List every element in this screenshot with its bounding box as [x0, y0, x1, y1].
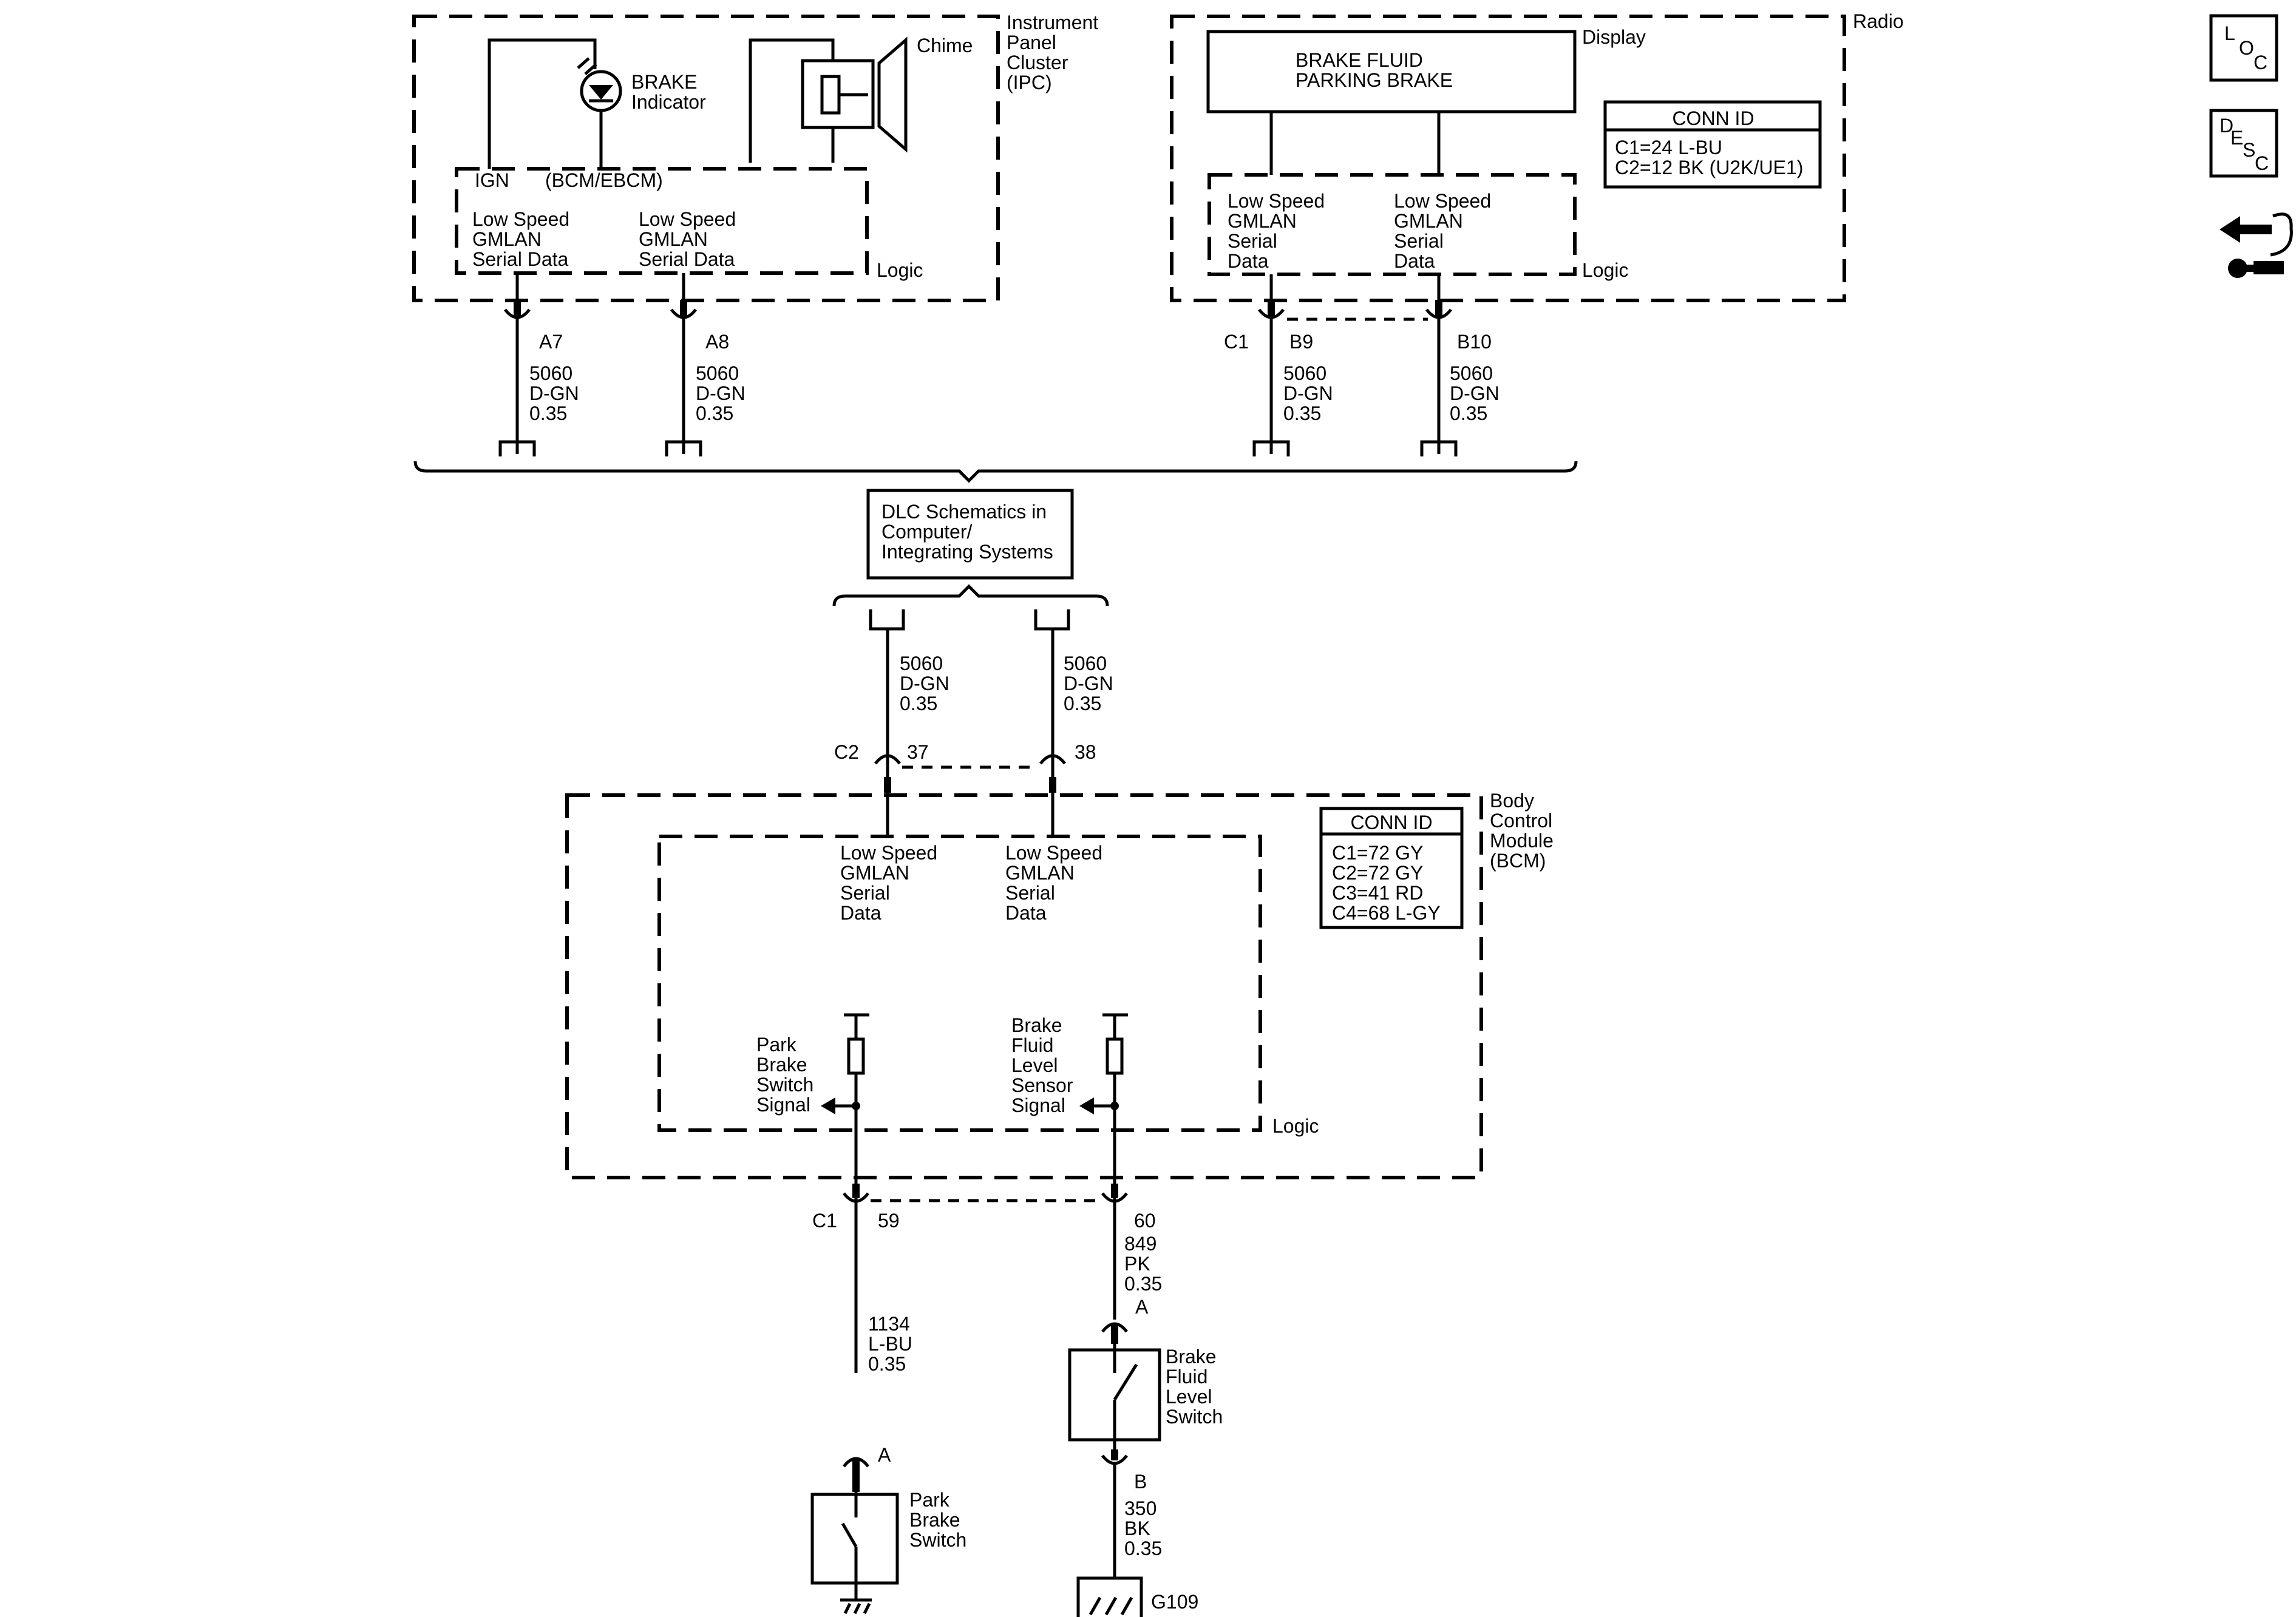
ipc-logic-label: Logic [877, 259, 923, 281]
dlc-bracket-bottom [832, 584, 1109, 606]
brake-indicator-icon [577, 57, 622, 112]
fluid-switch-pin-a: A [1135, 1296, 1149, 1318]
fluid-level-arrow-icon [1079, 1097, 1094, 1114]
fluid-level-signal-label: Brake Fluid Level Sensor Signal [1011, 1014, 1078, 1116]
bcm-conn-id-list: C1=72 GY C2=72 GY C3=41 RD C4=68 L-GY [1332, 842, 1441, 924]
bcm-outline [565, 793, 1483, 1179]
desc-icon-s: S [2243, 139, 2255, 161]
radio-display-label: Display [1582, 26, 1646, 48]
bcm-module: Body Control Module (BCM) CONN ID C1=72 … [565, 790, 1559, 1373]
ipc-data2-label: Low Speed GMLAN Serial Data [639, 208, 741, 270]
wire-label-a7: 5060 D-GN 0.35 [529, 362, 585, 424]
pin-label-59: 59 [878, 1210, 900, 1232]
desc-icon-e: E [2230, 127, 2243, 149]
conn-label-c1-radio: C1 [1224, 331, 1249, 353]
mid-wires: 5060 D-GN 0.35 5060 D-GN 0.35 C2 37 38 [834, 609, 1119, 836]
loc-icon-l: L [2224, 22, 2235, 44]
pin-label-38: 38 [1075, 741, 1096, 763]
ipc-ign-label: IGN [475, 169, 509, 191]
ipc-module: Instrument Panel Cluster (IPC) Chime BRA… [412, 12, 1104, 302]
wire-label-849: 849 PK 0.35 [1124, 1233, 1162, 1295]
park-brake-resistor-icon [847, 1037, 865, 1075]
pin-label-a8: A8 [705, 331, 729, 353]
chime-speaker-icon [801, 36, 908, 153]
radio-logic-label: Logic [1582, 259, 1629, 281]
conn-label-c2-bcm: C2 [834, 741, 859, 763]
pin-label-b9: B9 [1289, 331, 1313, 353]
ground-g109-icon [1076, 1576, 1143, 1617]
radio-outline [1170, 15, 1846, 302]
radio-display-box [1206, 30, 1577, 114]
radio-conn-id-box [1603, 100, 1822, 189]
chime-label: Chime [917, 35, 973, 56]
conn-label-c1-bcm: C1 [812, 1210, 837, 1232]
wire-label-1134: 1134 L-BU 0.35 [868, 1313, 918, 1375]
desc-icon-d: D [2220, 115, 2233, 137]
bcm-conn-id-title: CONN ID [1350, 812, 1432, 833]
wire-label-38: 5060 D-GN 0.35 [1064, 653, 1119, 714]
top-wires: A7 5060 D-GN 0.35 A8 5060 D-GN 0.35 C1 B… [413, 273, 1578, 483]
radio-conn-id-list: C1=24 L-BU C2=12 BK (U2K/UE1) [1615, 137, 1803, 178]
park-switch-contact-icon [840, 1492, 872, 1615]
radio-module: Radio Display BRAKE FLUID PARKING BRAKE … [1170, 10, 1904, 302]
ipc-outline [412, 15, 1000, 302]
loc-icon[interactable]: L O C [2209, 14, 2278, 82]
bcm-conn-id-box [1319, 807, 1464, 929]
wire-label-350: 350 BK 0.35 [1124, 1497, 1162, 1559]
radio-data1-label: Low Speed GMLAN Serial Data [1228, 190, 1330, 272]
wire-label-b9: 5060 D-GN 0.35 [1283, 362, 1339, 424]
radio-logic-box [1207, 173, 1577, 276]
pin-label-60: 60 [1134, 1210, 1156, 1232]
bcm-logic-label: Logic [1272, 1115, 1319, 1137]
wire-label-b10: 5060 D-GN 0.35 [1450, 362, 1505, 424]
dlc-label: DLC Schematics in Computer/ Integrating … [881, 501, 1053, 563]
ground-label: G109 [1151, 1591, 1198, 1613]
ipc-title: Instrument Panel Cluster (IPC) [1007, 12, 1104, 93]
bcm-logic-box [657, 835, 1262, 1132]
ipc-bcm-ebcm-label: (BCM/EBCM) [545, 169, 663, 191]
bcm-title: Body Control Module (BCM) [1490, 790, 1559, 872]
radio-data2-label: Low Speed GMLAN Serial Data [1394, 190, 1496, 272]
bottom-circuits: C1 59 60 849 PK 0.35 1134 L-BU 0.35 A Br… [810, 1184, 1223, 1617]
fluid-switch-pin-b: B [1134, 1471, 1147, 1493]
fluid-level-resistor-icon [1106, 1037, 1124, 1075]
park-brake-switch-label: Park Brake Switch [909, 1489, 966, 1551]
park-brake-signal-label: Park Brake Switch Signal [756, 1034, 819, 1116]
pin-label-b10: B10 [1457, 331, 1492, 353]
bcm-data1-label: Low Speed GMLAN Serial Data [840, 842, 943, 924]
desc-icon[interactable]: D E S C [2209, 109, 2278, 178]
dlc-bracket-top [413, 461, 1578, 483]
loc-icon-c: C [2254, 52, 2267, 73]
loc-icon-o: O [2239, 37, 2254, 59]
ipc-logic-box [455, 167, 869, 275]
fluid-switch-contact-icon [1113, 1344, 1138, 1452]
pin-label-37: 37 [907, 741, 929, 763]
dlc-reference: DLC Schematics in Computer/ Integrating … [832, 489, 1109, 606]
brake-indicator-label: BRAKE Indicator [631, 71, 706, 113]
connector-tool-icon[interactable] [2220, 212, 2293, 278]
desc-icon-c: C [2255, 152, 2269, 174]
park-switch-pin-a: A [878, 1444, 891, 1466]
ipc-data1-label: Low Speed GMLAN Serial Data [472, 208, 575, 270]
wire-label-a8: 5060 D-GN 0.35 [696, 362, 751, 424]
radio-conn-id-title: CONN ID [1672, 107, 1754, 129]
dlc-box [866, 489, 1074, 580]
park-brake-arrow-icon [821, 1097, 835, 1114]
radio-title: Radio [1853, 10, 1904, 32]
bcm-data2-label: Low Speed GMLAN Serial Data [1005, 842, 1108, 924]
pin-label-a7: A7 [539, 331, 563, 353]
wire-label-37: 5060 D-GN 0.35 [900, 653, 955, 714]
brake-fluid-level-switch-label: Brake Fluid Level Switch [1166, 1346, 1223, 1428]
radio-display-text: BRAKE FLUID PARKING BRAKE [1296, 49, 1453, 91]
